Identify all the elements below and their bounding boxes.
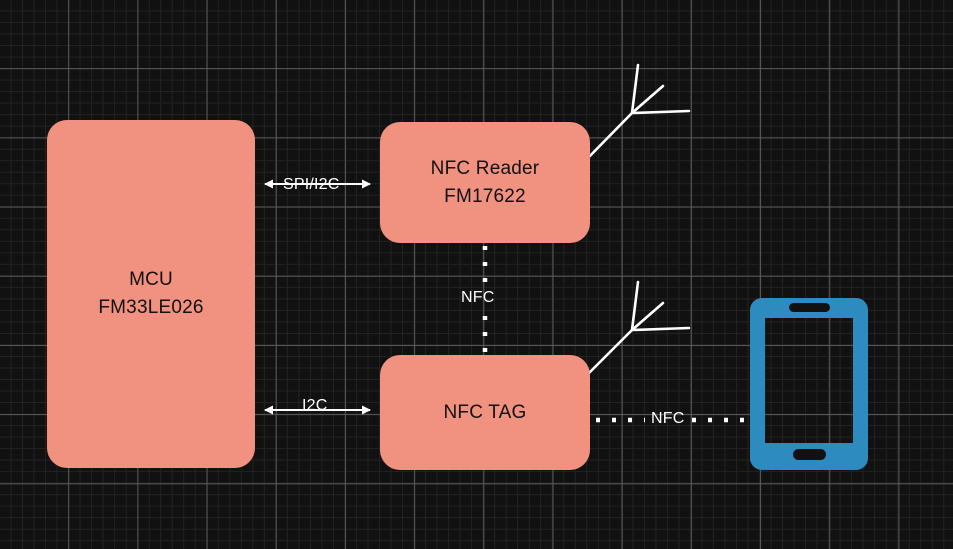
nfc-reader-block[interactable]: NFC Reader FM17622	[380, 122, 590, 243]
edge-label-nfc-tag-phone: NFC	[651, 410, 685, 427]
smartphone-icon	[750, 298, 868, 470]
antenna-icon	[584, 280, 691, 378]
mcu-block[interactable]: MCU FM33LE026	[47, 120, 255, 468]
edge-label-nfc-reader-tag: NFC	[461, 289, 495, 306]
mcu-block-line2: FM33LE026	[98, 297, 204, 318]
nfc-tag-block-line1: NFC TAG	[443, 401, 527, 423]
antenna-icon	[582, 63, 691, 164]
mcu-block-line1: MCU	[129, 269, 173, 291]
edge-label-i2c: I2C	[302, 397, 328, 414]
edge-label-spi-i2c: SPI/I2C	[283, 176, 340, 193]
nfc-reader-block-line2: FM17622	[444, 185, 526, 207]
nfc-reader-block-line1: NFC Reader	[430, 157, 540, 179]
nfc-tag-block[interactable]: NFC TAG	[380, 355, 590, 470]
